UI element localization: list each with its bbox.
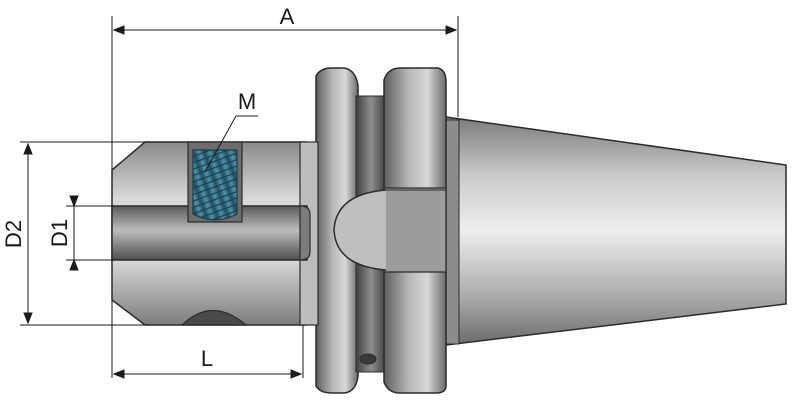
lower-screw-relief (180, 310, 248, 326)
dimension-label-a: A (280, 4, 295, 29)
dimension-label-d2: D2 (1, 220, 26, 248)
dimension-label-l: L (201, 346, 213, 371)
dimension-lines (20, 16, 459, 379)
dimension-label-d1: D1 (47, 219, 72, 247)
taper-shank (445, 116, 787, 346)
thread-hole (187, 141, 243, 223)
dimension-label-m: M (238, 89, 256, 114)
flange (315, 67, 447, 394)
